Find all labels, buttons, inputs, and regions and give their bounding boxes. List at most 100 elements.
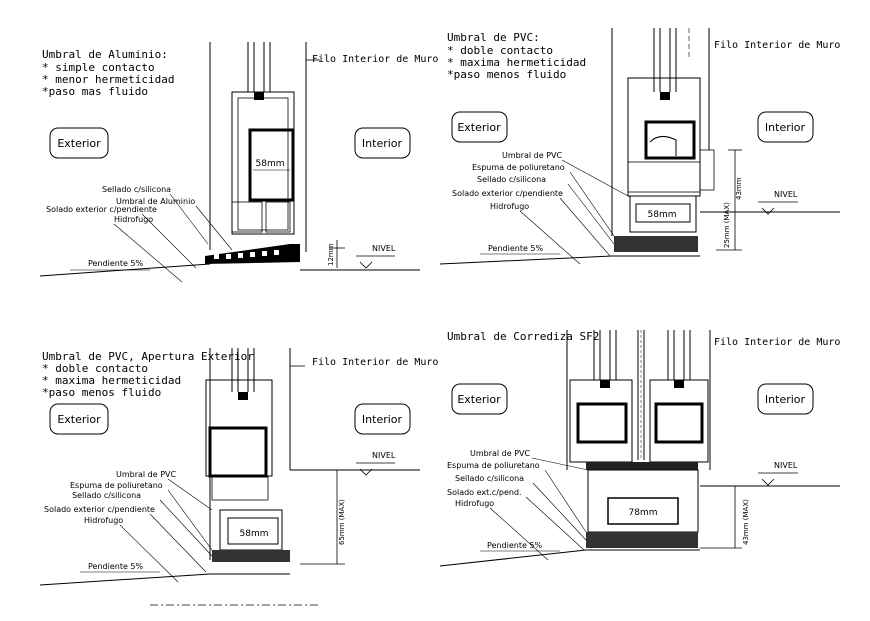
interior-label: Interior [362,137,403,150]
frame-chamber [265,201,291,233]
note-line: *paso menos fluido [447,68,566,81]
panel-title: Umbral de Corrediza SF2 [447,330,599,343]
interior-label: Interior [765,121,806,134]
note-line: * maxima hermeticidad [42,374,181,387]
leader-line [559,197,611,257]
level-marker [359,468,373,476]
callout-label: Umbral de PVC [470,449,531,458]
level-marker [761,207,775,215]
callout-label: Espuma de poliuretano [447,461,540,470]
leader-line [169,193,209,245]
slope-label: Pendiente 5% [488,244,544,253]
glass-spacer [254,92,264,100]
profile-dim: 58mm [648,210,677,220]
profile-dim: 78mm [629,508,658,518]
level-label: NIVEL [372,244,396,253]
sash-box [248,128,295,202]
leader-line [167,478,213,511]
leader-line [113,223,183,283]
note-line: * maxima hermeticidad [447,56,586,69]
glass-spacer [674,380,684,388]
vertical-dim: 43mm (MAX) [742,499,750,545]
callout-label: Sellado c/silicona [455,474,524,483]
level-marker [359,261,373,269]
callout-label: Sellado c/silicona [102,185,171,194]
frame-inner [237,97,289,231]
panel-title: Umbral de PVC: [447,31,540,44]
foam-hatch [614,236,698,252]
exterior-label: Exterior [457,393,501,406]
exterior-box [451,383,508,415]
sash-box [644,120,696,160]
interior-label: Interior [362,413,403,426]
slope-line [39,573,211,586]
exterior-label: Exterior [457,121,501,134]
gasket-curve [649,136,677,156]
interior-box [757,111,814,143]
note-line: *paso menos fluido [42,386,161,399]
level-label: NIVEL [774,461,798,470]
callout-label: Sellado c/silicona [477,175,546,184]
wall-label: Filo Interior de Muro [312,54,438,65]
foam-hatch [212,550,290,562]
sill-hatch [214,250,279,259]
note-line: * doble contacto [447,44,553,57]
frame-chamber [627,161,701,193]
note-line: * doble contacto [42,362,148,375]
panel-corrediza-sf2: Umbral de Corrediza SF2 Exterior Interio… [439,330,840,567]
slope-line [439,549,587,567]
callout-label: Solado exterior c/pendiente [452,189,563,198]
vertical-dim: 25mm (MAX) [723,202,731,248]
exterior-label: Exterior [57,137,101,150]
profile-dim: 58mm [240,529,269,539]
callout-label: Umbral de PVC [116,470,177,479]
pvc-sill [587,469,699,533]
interior-box [757,383,814,415]
leader-line [567,183,615,245]
frame-chamber [231,201,263,233]
callout-label: Hidrofugo [84,516,123,525]
callout-label: Solado ext.c/pend. [447,488,522,497]
interior-label: Interior [765,393,806,406]
exterior-box [49,127,109,159]
vertical-dim: 12mm [327,243,335,266]
leader-line [531,457,589,471]
callout-label: Hidrofugo [455,499,494,508]
note-line: * simple contacto [42,61,155,74]
leader-line [544,469,587,533]
track-rail [586,462,698,470]
interior-seal [699,149,715,191]
leader-line [532,482,587,541]
leader-line [119,524,179,583]
leader-line [149,513,207,573]
exterior-box [49,403,109,435]
leader-line [561,159,629,197]
callout-label: Hidrofugo [490,202,529,211]
glass-spacer [238,392,248,400]
sash-box [208,426,268,478]
callout-label: Solado exterior c/pendiente [46,205,157,214]
frame-chamber [211,475,269,501]
exterior-box [451,111,508,143]
note-line: * menor hermeticidad [42,73,174,86]
sill-chamber [607,497,679,525]
right-sash-box [654,402,704,444]
vertical-dim: 65mm (MAX) [338,499,346,545]
leader-line [569,171,615,237]
interior-box [354,127,411,159]
sill-chamber [635,203,691,223]
callout-label: Umbral de Aluminio [116,197,195,206]
sill-chamber [227,517,279,545]
callout-label: Umbral de PVC [502,151,563,160]
callout-label: Hidrofugo [114,215,153,224]
callout-label: Espuma de poliuretano [70,481,163,490]
interior-box [354,403,411,435]
right-sash [649,379,709,463]
left-sash-box [576,402,628,444]
panel-pvc: Umbral de PVC: * doble contacto * maxima… [439,28,840,265]
note-line: *paso mas fluido [42,85,148,98]
callout-label: Solado exterior c/pendiente [44,505,155,514]
callout-label: Sellado c/silicona [72,491,141,500]
panel-aluminio: Umbral de Aluminio: * simple contacto * … [39,42,438,283]
